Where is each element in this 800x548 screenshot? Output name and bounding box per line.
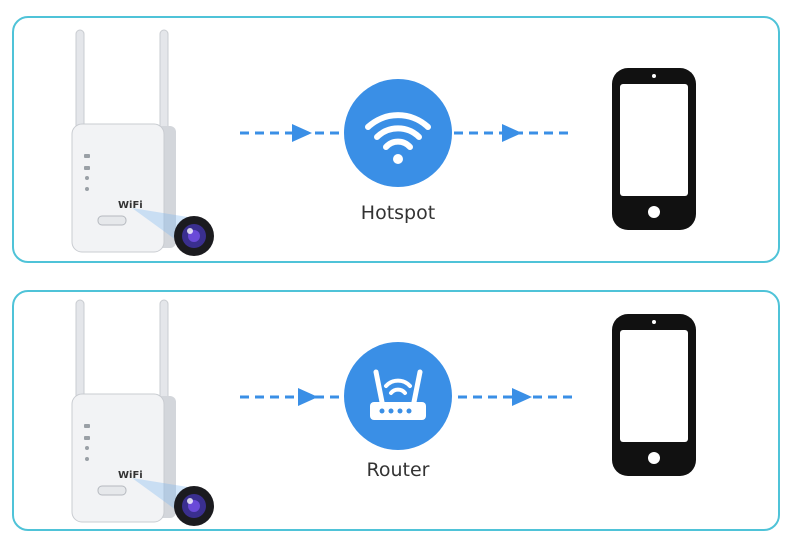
wps-button — [97, 215, 127, 226]
smartphone — [610, 66, 698, 232]
arrow-right-icon — [502, 124, 522, 142]
device-body — [71, 123, 165, 253]
wifi-icon — [365, 112, 431, 164]
router-icon — [370, 369, 426, 420]
device-body — [71, 393, 165, 523]
device-brand-text: WiFi — [118, 470, 143, 481]
home-button-icon — [648, 206, 660, 218]
phone-screen — [620, 84, 688, 196]
phone-screen — [620, 330, 688, 442]
arrow-right-icon — [298, 388, 318, 406]
hub-label: Router — [366, 459, 430, 481]
home-button-icon — [648, 452, 660, 464]
wifi-camera-device: WiFi — [64, 26, 234, 262]
phone-camera — [652, 320, 656, 324]
wifi-camera-device: WiFi — [64, 296, 234, 532]
left-antenna — [75, 29, 85, 135]
flow-arrows — [238, 387, 574, 407]
device-brand-text: WiFi — [118, 200, 143, 211]
phone-camera — [652, 74, 656, 78]
router-hub — [344, 342, 452, 450]
smartphone — [610, 312, 698, 478]
hub-label: Hotspot — [360, 202, 436, 224]
hotspot-hub — [344, 79, 452, 187]
left-antenna — [75, 299, 85, 405]
hotspot-connection-panel: WiFi Hotspot — [12, 16, 780, 263]
wps-button — [97, 485, 127, 496]
arrow-right-icon — [292, 124, 312, 142]
arrow-right-icon — [512, 388, 532, 406]
router-connection-panel: WiFi Rout — [12, 290, 780, 531]
flow-arrows — [238, 123, 574, 143]
